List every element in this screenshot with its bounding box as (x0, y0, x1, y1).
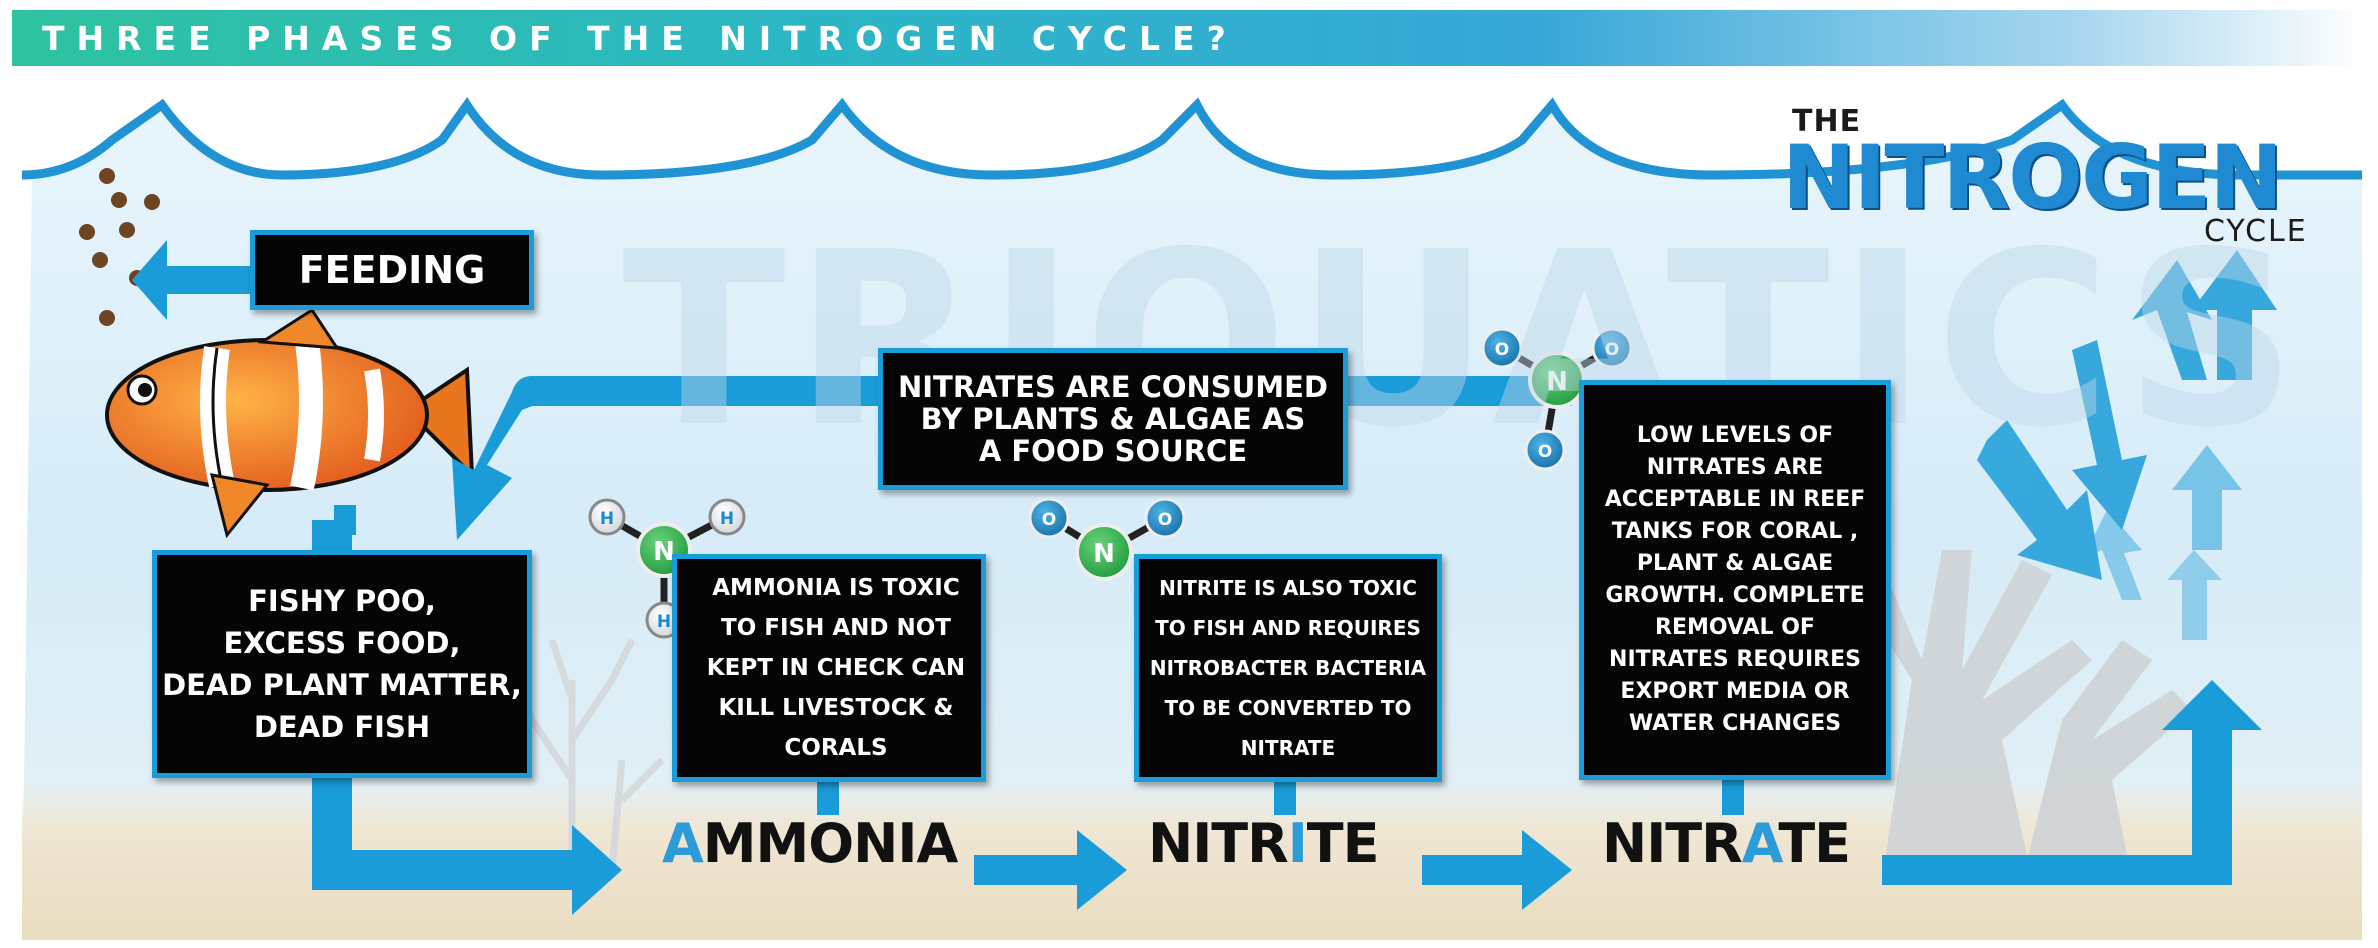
ammonia-label-rest: MMONIA (702, 812, 958, 875)
nitrite-label-end: TE (1306, 812, 1380, 875)
nitrate-label-start: NITR (1602, 812, 1743, 875)
nitrate-label-accent: A (1741, 812, 1780, 875)
ammonia-description-box: AMMONIA IS TOXIC TO FISH AND NOT KEPT IN… (672, 554, 986, 782)
nitrite-label-start: NITR (1148, 812, 1289, 875)
flow-arrow-consumed-loop (452, 376, 1572, 540)
water-wave-icon (21, 96, 2362, 180)
consumed-box-text: NITRATES ARE CONSUMED BY PLANTS & ALGAE … (897, 370, 1328, 468)
flow-arrow-nitrite-to-nitrate (1422, 830, 1572, 910)
atom-label: H (600, 509, 614, 529)
connector (1722, 775, 1744, 815)
atom-label: H (657, 612, 671, 632)
logo-nitrogen: NITROGEN (1782, 126, 2283, 229)
nitrate-description: LOW LEVELS OF NITRATES ARE ACCEPTABLE IN… (1604, 423, 1866, 736)
atom-label: O (1495, 340, 1509, 360)
atom-label: O (1538, 442, 1552, 462)
feeding-box: FEEDING (250, 230, 534, 310)
ammonia-label: AMMONIA (662, 812, 958, 875)
watermark-text: TRIQUATICS (622, 200, 2305, 480)
atom-label: O (1158, 510, 1172, 530)
feeding-label: FEEDING (298, 248, 486, 292)
consumed-box: NITRATES ARE CONSUMED BY PLANTS & ALGAE … (878, 348, 1348, 490)
connector (334, 505, 356, 535)
logo-cycle: CYCLE (2204, 214, 2308, 249)
nitrite-description-box: NITRITE IS ALSO TOXIC TO FISH AND REQUIR… (1134, 554, 1442, 782)
flow-arrow-nitrate-export (1882, 680, 2262, 885)
clownfish-icon (105, 307, 475, 539)
ammonia-description: AMMONIA IS TOXIC TO FISH AND NOT KEPT IN… (706, 575, 966, 761)
logo-the: THE (1792, 104, 1862, 139)
nitrate-description-box: LOW LEVELS OF NITRATES ARE ACCEPTABLE IN… (1579, 380, 1891, 780)
nitrite-label-accent: I (1287, 812, 1308, 875)
nitrite-description: NITRITE IS ALSO TOXIC TO FISH AND REQUIR… (1149, 576, 1427, 760)
coral-silhouette-icon (1862, 550, 2192, 880)
atom-label: N (1546, 367, 1568, 397)
nitrate-label: NITRATE (1602, 812, 1851, 875)
nitrate-molecule-icon (1481, 327, 1633, 471)
atom-label: N (653, 537, 675, 567)
nitrite-molecule-icon (1028, 497, 1186, 581)
nitrogen-cycle-diagram: H H H N O O N O O O N TRIQUATICS THE NIT… (12, 80, 2366, 948)
export-arrows-icon (1977, 250, 2277, 640)
atom-label: O (1042, 510, 1056, 530)
ammonia-label-accent: A (662, 812, 704, 875)
source-box: FISHY POO, EXCESS FOOD, DEAD PLANT MATTE… (152, 550, 532, 778)
page-title: THREE PHASES OF THE NITROGEN CYCLE? (42, 19, 1238, 58)
atom-label: O (1605, 340, 1619, 360)
nitrate-label-end: TE (1778, 812, 1851, 875)
feeding-arrow (132, 240, 252, 320)
nitrite-label: NITRITE (1148, 812, 1380, 875)
flow-arrow-ammonia-to-nitrite (974, 830, 1127, 910)
atom-label: N (1093, 539, 1115, 569)
source-box-text: FISHY POO, EXCESS FOOD, DEAD PLANT MATTE… (162, 584, 522, 744)
title-banner: THREE PHASES OF THE NITROGEN CYCLE? (12, 10, 2366, 66)
connector (1274, 775, 1296, 815)
connector (817, 775, 839, 815)
atom-label: H (720, 509, 734, 529)
